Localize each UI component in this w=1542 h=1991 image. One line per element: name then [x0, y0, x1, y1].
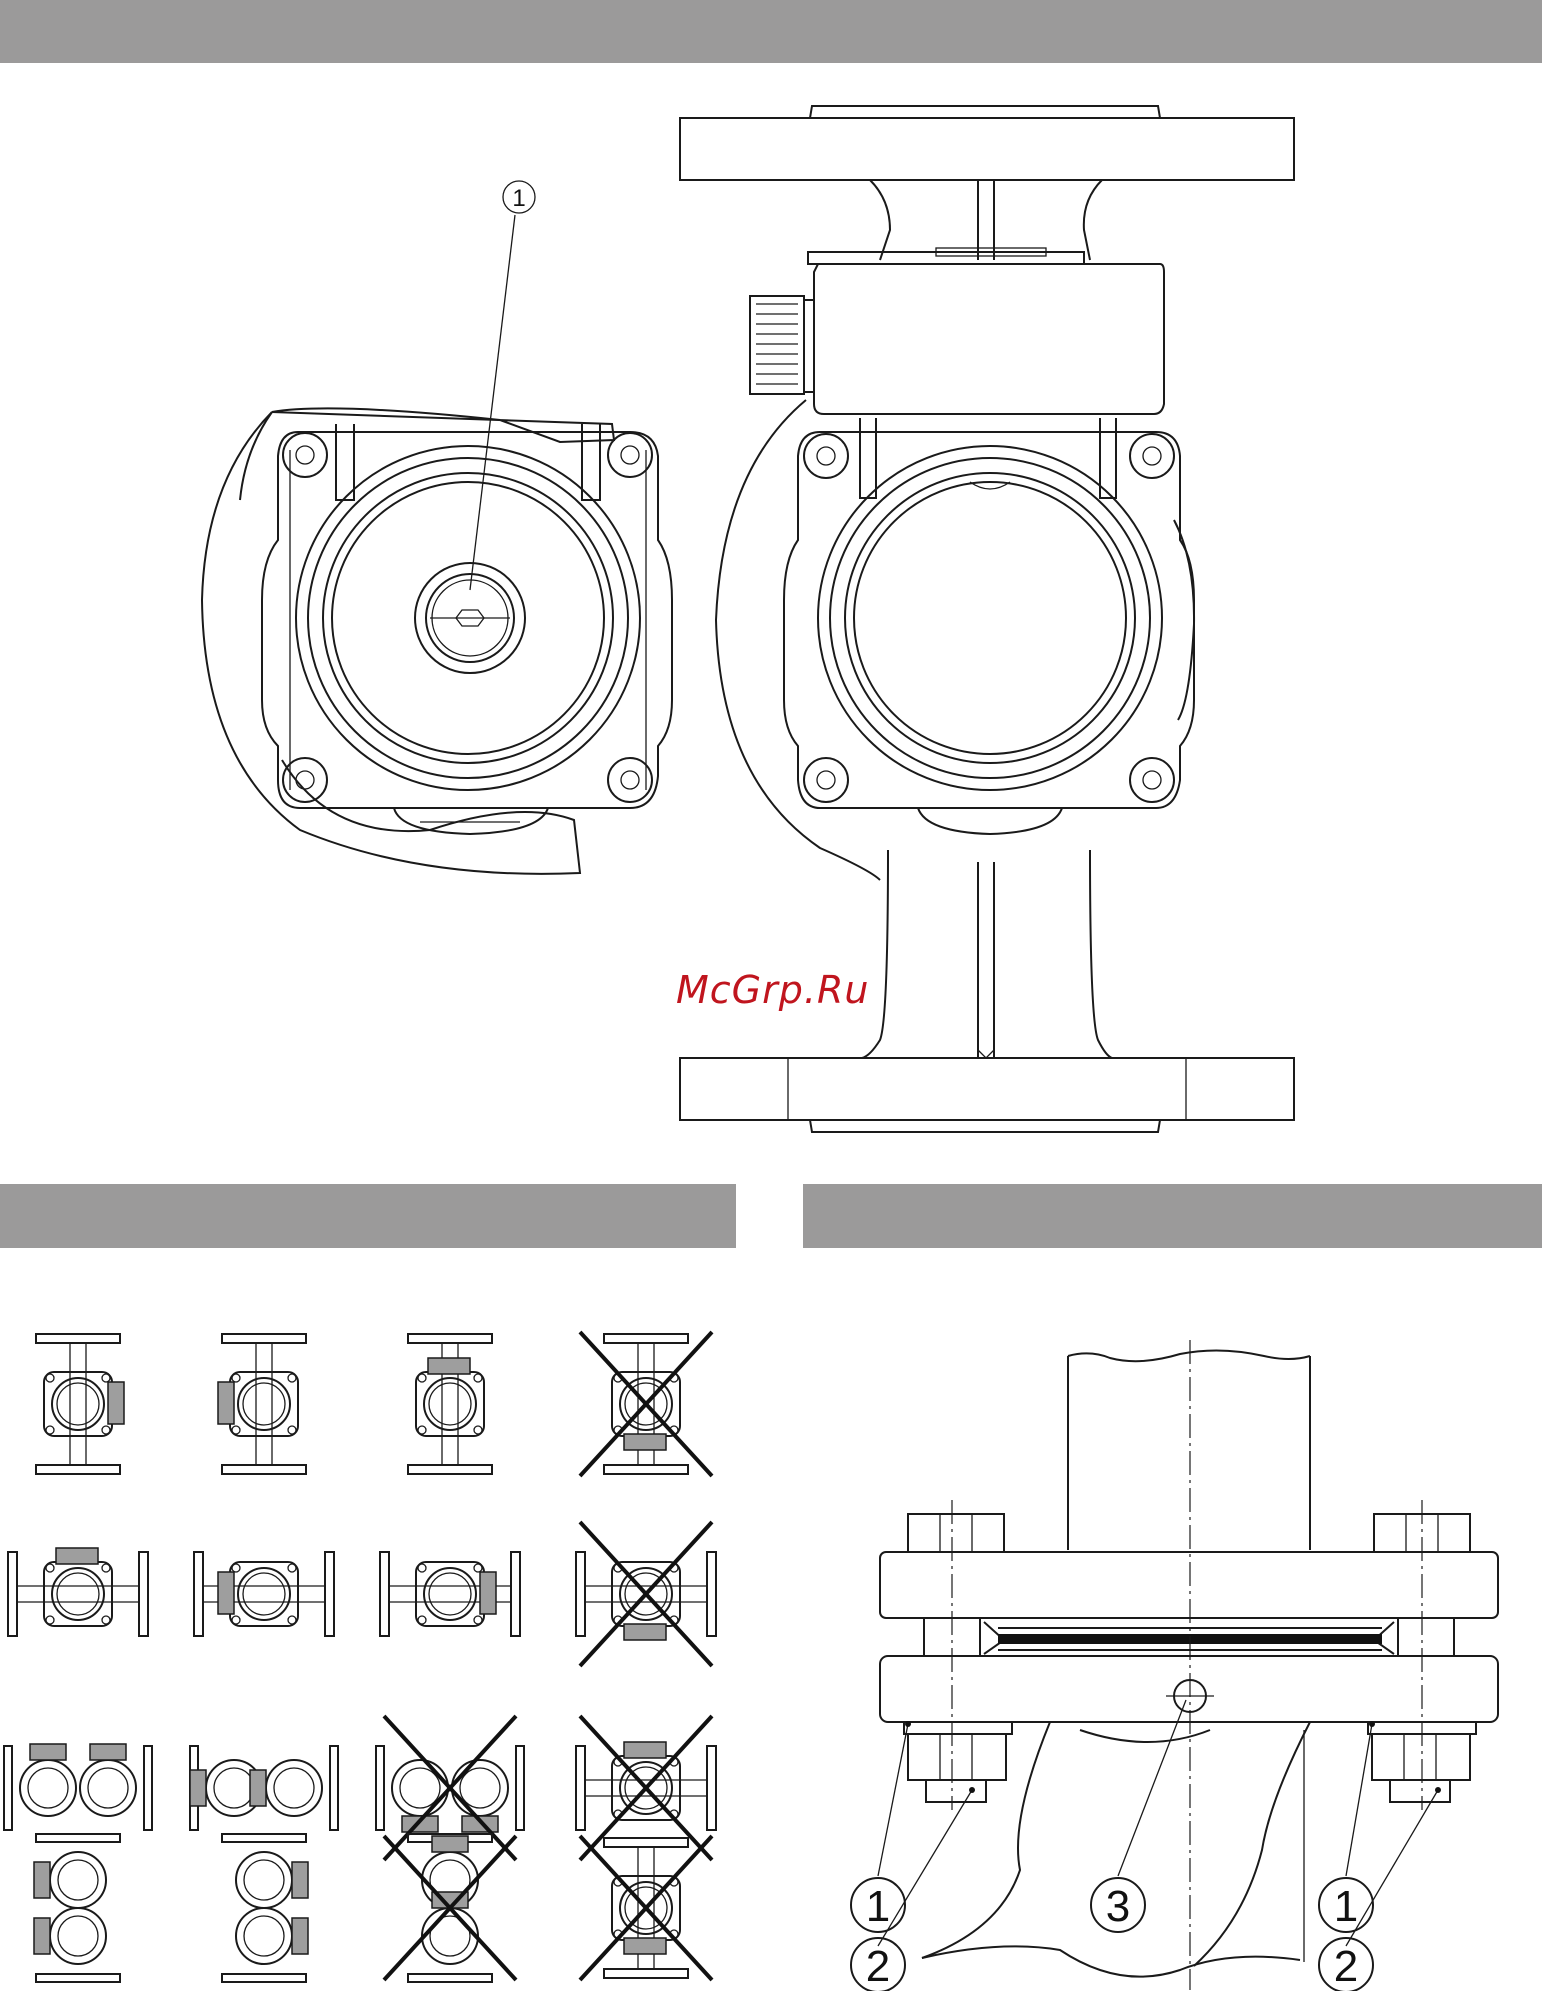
position-thumb-r1-c4 — [580, 1332, 712, 1476]
watermark: McGrp.Ru — [676, 968, 869, 1012]
position-thumb-r2-c3 — [380, 1552, 520, 1636]
position-thumb-r2-c4 — [576, 1522, 716, 1666]
position-thumb-r4-c2 — [222, 1834, 308, 1982]
cross-icon — [580, 1522, 712, 1666]
position-thumb-r4-c3 — [384, 1834, 516, 1982]
position-thumb-r2-c2 — [194, 1552, 334, 1636]
position-thumb-r1-c2 — [218, 1334, 306, 1474]
cross-icon — [384, 1836, 516, 1980]
position-thumb-r3-c1 — [4, 1744, 152, 1830]
position-thumb-r4-c1 — [34, 1834, 120, 1982]
position-thumb-r1-c3 — [408, 1334, 492, 1474]
position-thumb-r4-c4 — [580, 1836, 712, 1980]
cross-icon — [580, 1332, 712, 1476]
position-thumb-r2-c1 — [8, 1548, 148, 1636]
cross-icon — [580, 1836, 712, 1980]
position-thumb-r3-c2 — [190, 1746, 338, 1830]
position-thumb-r1-c1 — [36, 1334, 124, 1474]
